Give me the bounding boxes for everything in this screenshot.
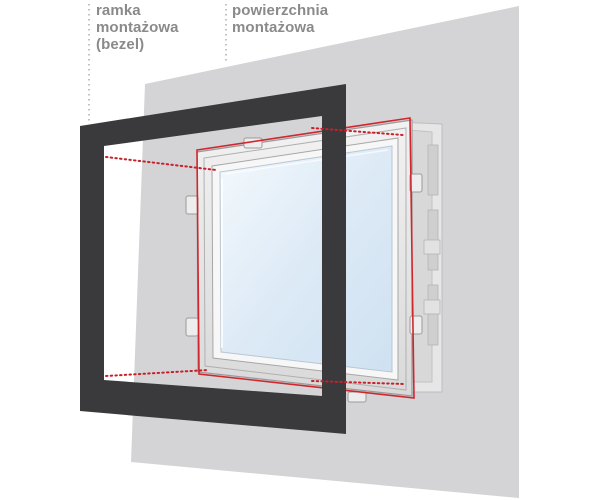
screen-glass <box>219 145 393 373</box>
mounting-surface-label: powierzchnia montażowa <box>232 2 329 36</box>
bezel-label: ramka montażowa (bezel) <box>96 2 179 53</box>
bezel-frame <box>80 84 346 434</box>
callout-dotted-lines <box>105 127 405 385</box>
open-frame-monitor <box>185 119 423 403</box>
